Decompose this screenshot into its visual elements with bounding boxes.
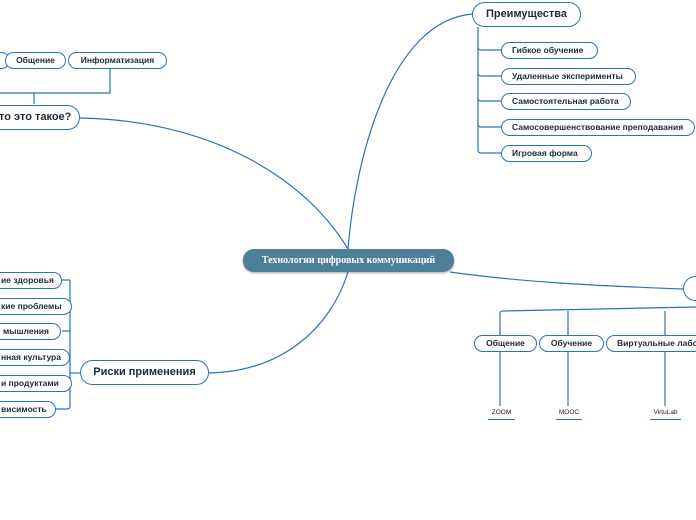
central-topic[interactable]: Технологии цифровых коммуникаций [243, 249, 454, 272]
risk-item[interactable]: висимость [0, 401, 56, 418]
risk-item[interactable]: и продуктами [0, 375, 72, 392]
link-platforms [449, 271, 684, 290]
link-advantages [347, 13, 474, 250]
advantage-item[interactable]: Самостоятельная работа [501, 93, 631, 110]
advantage-item[interactable]: Игровая форма [501, 145, 592, 162]
advantage-item[interactable]: Гибкое обучение [501, 42, 598, 59]
risk-item[interactable]: нная культура [0, 349, 70, 366]
risk-item[interactable]: ие здоровья [0, 272, 62, 289]
what-is-item-informatization[interactable]: Информатизация [68, 52, 167, 69]
risk-item[interactable]: кие проблемы [0, 298, 72, 315]
advantages-topic[interactable]: Преимущества [472, 2, 581, 27]
platform-item-learning[interactable]: Обучение [539, 335, 604, 352]
platform-example-virtulab: VirtuLab [650, 408, 681, 420]
risk-item[interactable]: мышления [0, 323, 61, 340]
link-risks [207, 271, 349, 374]
platform-item-communication[interactable]: Общение [474, 335, 537, 352]
what-is-topic[interactable]: то это такое? [0, 105, 80, 130]
advantage-item[interactable]: Самосовершенствование преподавания [501, 119, 695, 136]
platform-example-mooc: MOOC [556, 408, 582, 420]
link-what-is [79, 117, 349, 250]
what-is-item-communication[interactable]: Общение [5, 52, 66, 69]
advantage-item[interactable]: Удаленные эксперименты [501, 68, 636, 85]
platform-example-zoom: ZOOM [488, 408, 515, 420]
risks-topic[interactable]: Риски применения [80, 360, 209, 385]
platform-item-virtual-labs[interactable]: Виртуальные лабо [606, 335, 696, 352]
